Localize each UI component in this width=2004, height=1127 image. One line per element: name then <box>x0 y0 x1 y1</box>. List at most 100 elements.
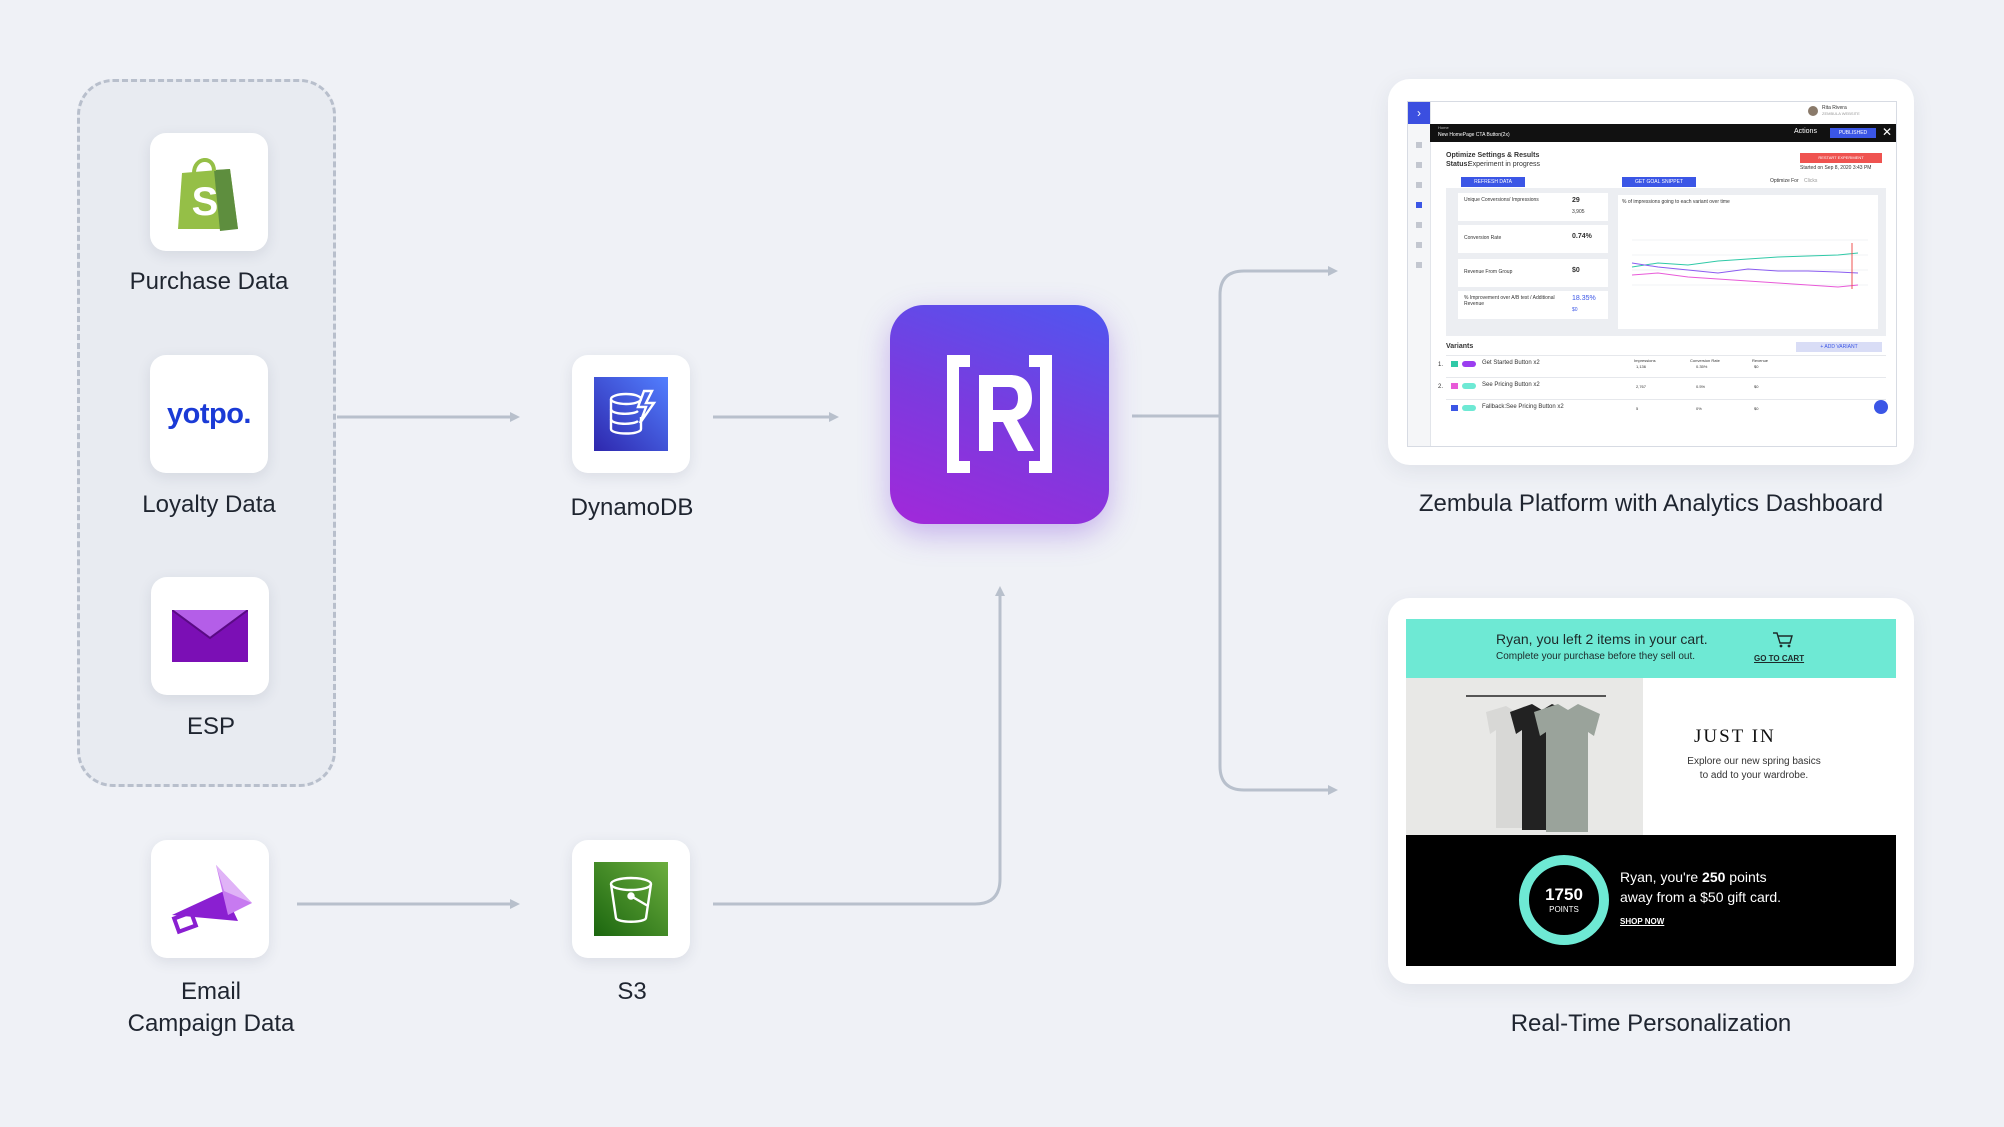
expand-sidebar-icon[interactable]: › <box>1408 102 1430 124</box>
dynamodb-tile <box>572 355 690 473</box>
status-label: Status: <box>1446 161 1470 168</box>
tshirts-photo <box>1406 678 1643 835</box>
shop-now-link[interactable]: SHOP NOW <box>1620 917 1665 926</box>
stat-value: 29 <box>1572 197 1580 204</box>
variant-name: See Pricing Button x2 <box>1482 382 1540 388</box>
shopify-icon: S <box>178 158 238 231</box>
email-campaign-tile <box>151 840 269 958</box>
arrow-hub-to-dashboard <box>1218 266 1338 416</box>
dashboard-sidebar: › <box>1408 102 1431 446</box>
variant-rate: 0.5% <box>1696 384 1706 389</box>
cart-banner: Ryan, you left 2 items in your cart. Com… <box>1406 619 1896 678</box>
loyalty-points-needed: 250 <box>1702 869 1726 885</box>
nav-icon[interactable] <box>1416 162 1422 168</box>
just-in-line2: to add to your wardrobe. <box>1699 770 1809 781</box>
dashboard-caption: Zembula Platform with Analytics Dashboar… <box>1418 490 1884 517</box>
nav-icon-active[interactable] <box>1416 202 1422 208</box>
email-campaign-label: Email Campaign Data <box>100 976 322 1040</box>
optimize-for-select[interactable]: Clicks <box>1804 178 1818 184</box>
zembula-r-logo <box>947 355 1052 473</box>
variant-impressions: 1,136 <box>1636 364 1647 369</box>
variant-impressions: 5 <box>1636 406 1639 411</box>
series-line <box>1631 252 1859 268</box>
avatar[interactable] <box>1808 106 1818 116</box>
stat-label: Conversion Rate <box>1464 235 1502 241</box>
started-date: Started on Sep 8, 2020 3:43 PM <box>1800 165 1872 171</box>
stat-sub: 3,905 <box>1572 209 1585 215</box>
dashboard-topbar: Home New HomePage CTA Button(2x) Actions… <box>1430 124 1896 142</box>
stat-sub: $0 <box>1572 307 1578 313</box>
table-row[interactable]: Fallback:See Pricing Button x2 5 0% $0 <box>1446 399 1888 418</box>
analytics-dashboard: › Rita Rivera ZEMBULA WEBSITE Home New H… <box>1407 101 1897 447</box>
table-row[interactable]: See Pricing Button x2 2,767 0.5% $0 <box>1446 377 1886 396</box>
table-row[interactable]: Get Started Button x2 Impressions 1,136 … <box>1446 355 1886 374</box>
variant-rate: 0% <box>1696 406 1702 411</box>
user-name: Rita Rivera <box>1822 105 1847 111</box>
col-rate: Conversion Rate <box>1690 358 1720 363</box>
just-in-line1: Explore our new spring basics <box>1687 756 1821 767</box>
email-campaign-label-line2: Campaign Data <box>127 1010 295 1037</box>
published-button[interactable]: PUBLISHED <box>1830 128 1876 138</box>
loyalty-data-label: Loyalty Data <box>142 491 276 518</box>
stat-label: Unique Conversions/ Impressions <box>1464 197 1539 203</box>
stat-value: 0.74% <box>1572 233 1592 240</box>
stat-value: $0 <box>1572 267 1580 274</box>
stat-label: Revenue From Group <box>1464 269 1513 275</box>
close-icon[interactable]: ✕ <box>1882 125 1893 139</box>
variant-chart: % of impressions going to each variant o… <box>1618 195 1878 329</box>
nav-icon[interactable] <box>1416 242 1422 248</box>
breadcrumb[interactable]: Home <box>1438 125 1449 130</box>
shopify-tile: S <box>150 133 268 251</box>
chat-icon[interactable] <box>1874 400 1888 414</box>
col-revenue: Revenue <box>1752 358 1769 363</box>
variant-revenue: $0 <box>1754 406 1759 411</box>
nav-icon[interactable] <box>1416 262 1422 268</box>
loyalty-pre: Ryan, you're <box>1620 869 1703 885</box>
row-checkbox[interactable] <box>1451 361 1458 367</box>
variants-title: Variants <box>1446 343 1474 350</box>
status-value: Experiment in progress <box>1468 161 1540 168</box>
go-to-cart-link[interactable]: GO TO CART <box>1754 654 1805 663</box>
dashboard-title: Optimize Settings & Results <box>1446 152 1540 159</box>
variant-revenue: $0 <box>1754 364 1759 369</box>
purchase-data-label: Purchase Data <box>129 268 289 295</box>
dynamodb-label: DynamoDB <box>570 494 694 521</box>
megaphone-icon <box>171 865 252 935</box>
s3-tile <box>572 840 690 958</box>
svg-text:S: S <box>192 180 219 224</box>
add-variant-button[interactable]: + ADD VARIANT <box>1796 342 1882 352</box>
user-subtitle: ZEMBULA WEBSITE <box>1822 111 1860 116</box>
esp-label: ESP <box>186 713 236 740</box>
loyalty-line2: away from a $50 gift card. <box>1620 889 1782 905</box>
stat-value: 18.35% <box>1572 295 1596 302</box>
row-checkbox[interactable] <box>1451 383 1458 389</box>
actions-menu[interactable]: Actions <box>1794 128 1817 135</box>
stat-card: Revenue From Group $0 <box>1458 259 1608 287</box>
esp-tile <box>151 577 269 695</box>
stat-card: Unique Conversions/ Impressions 29 3,905 <box>1458 193 1608 221</box>
just-in-heading: JUST IN <box>1694 726 1776 747</box>
optimize-for-label: Optimize For <box>1770 178 1799 184</box>
loyalty-post: points <box>1725 869 1767 885</box>
points-ring <box>1519 855 1609 945</box>
just-in-section: JUST IN Explore our new spring basics to… <box>1406 678 1896 835</box>
variant-color-tag <box>1462 405 1476 411</box>
row-checkbox[interactable] <box>1451 405 1458 411</box>
s3-bucket-icon <box>594 862 668 936</box>
refresh-data-button[interactable]: REFRESH DATA <box>1461 177 1525 187</box>
variant-revenue: $0 <box>1754 384 1759 389</box>
stat-card: Conversion Rate 0.74% <box>1458 225 1608 253</box>
personalization-preview: Ryan, you left 2 items in your cart. Com… <box>1406 619 1896 966</box>
dynamodb-icon <box>594 377 668 451</box>
series-line <box>1631 262 1859 274</box>
nav-icon[interactable] <box>1416 142 1422 148</box>
email-campaign-label-line1: Email <box>180 978 241 1005</box>
page-name: New HomePage CTA Button(2x) <box>1438 132 1510 138</box>
nav-icon[interactable] <box>1416 222 1422 228</box>
variant-name: Fallback:See Pricing Button x2 <box>1482 404 1564 410</box>
nav-icon[interactable] <box>1416 182 1422 188</box>
restart-experiment-button[interactable]: RESTART EXPERIMENT <box>1800 153 1882 163</box>
goal-snippet-button[interactable]: GET GOAL SNIPPET <box>1622 177 1696 187</box>
arrow-s3-to-hub <box>713 586 1005 906</box>
